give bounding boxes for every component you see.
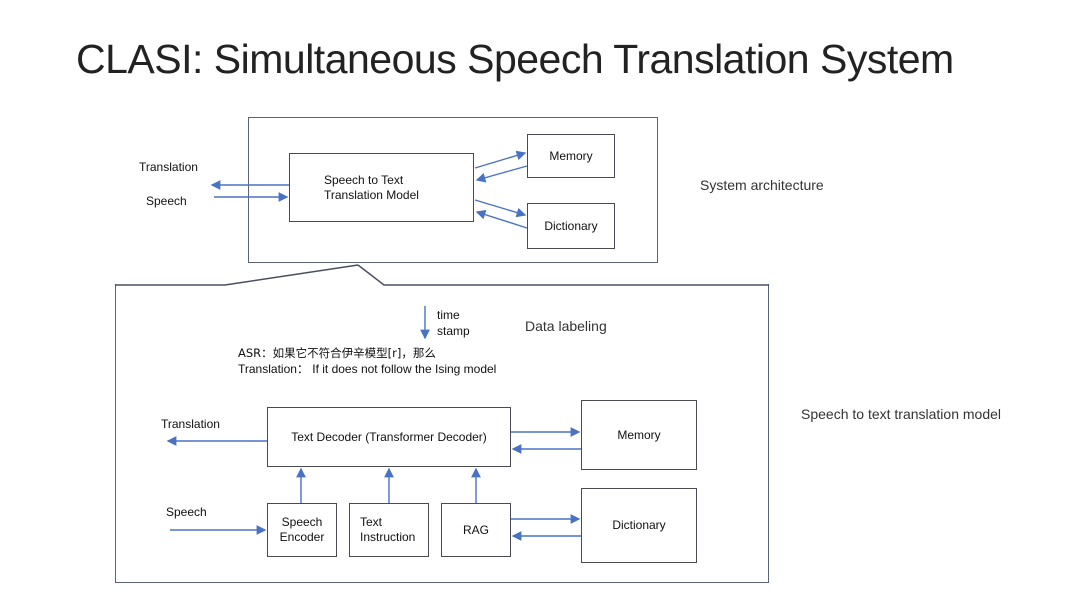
slide-title: CLASI: Simultaneous Speech Translation S… — [76, 36, 954, 82]
callout-line-left — [115, 264, 359, 286]
model-box-line1: Speech to Text — [324, 172, 404, 187]
rag-box: RAG — [441, 503, 511, 557]
text-instruction-box: Text Instruction — [349, 503, 429, 557]
callout-line-right — [357, 264, 769, 286]
top-speech-label: Speech — [146, 194, 187, 208]
top-translation-label: Translation — [139, 160, 198, 174]
system-architecture-frame — [248, 117, 658, 263]
model-box-line2: Translation Model — [324, 187, 419, 202]
data-labeling-caption: Data labeling — [525, 318, 607, 334]
asr-example-text: ASR：如果它不符合伊辛模型[r]，那么 — [238, 346, 436, 360]
bottom-translation-label: Translation — [161, 417, 220, 431]
translation-model-frame — [115, 284, 769, 583]
memory-box-bottom: Memory — [581, 400, 697, 470]
translation-model-caption: Speech to text translation model — [801, 406, 1002, 422]
speech-to-text-model-box: Speech to Text Translation Model — [289, 153, 474, 222]
speech-encoder-line1: Speech — [281, 515, 323, 529]
timestamp-line2: stamp — [437, 324, 470, 338]
dictionary-box-bottom: Dictionary — [581, 488, 697, 563]
text-instruction-line2: Instruction — [360, 530, 416, 544]
dictionary-box-top: Dictionary — [527, 203, 615, 249]
timestamp-label: time stamp — [437, 307, 470, 339]
text-decoder-box: Text Decoder (Transformer Decoder) — [267, 407, 511, 467]
speech-encoder-box: Speech Encoder — [267, 503, 337, 557]
bottom-speech-label: Speech — [166, 505, 207, 519]
speech-encoder-line2: Encoder — [279, 530, 325, 544]
text-instruction-line1: Text — [360, 515, 383, 529]
system-architecture-caption: System architecture — [700, 177, 824, 193]
memory-box-top: Memory — [527, 134, 615, 178]
timestamp-line1: time — [437, 308, 460, 322]
translation-example-text: Translation： If it does not follow the I… — [238, 362, 497, 376]
